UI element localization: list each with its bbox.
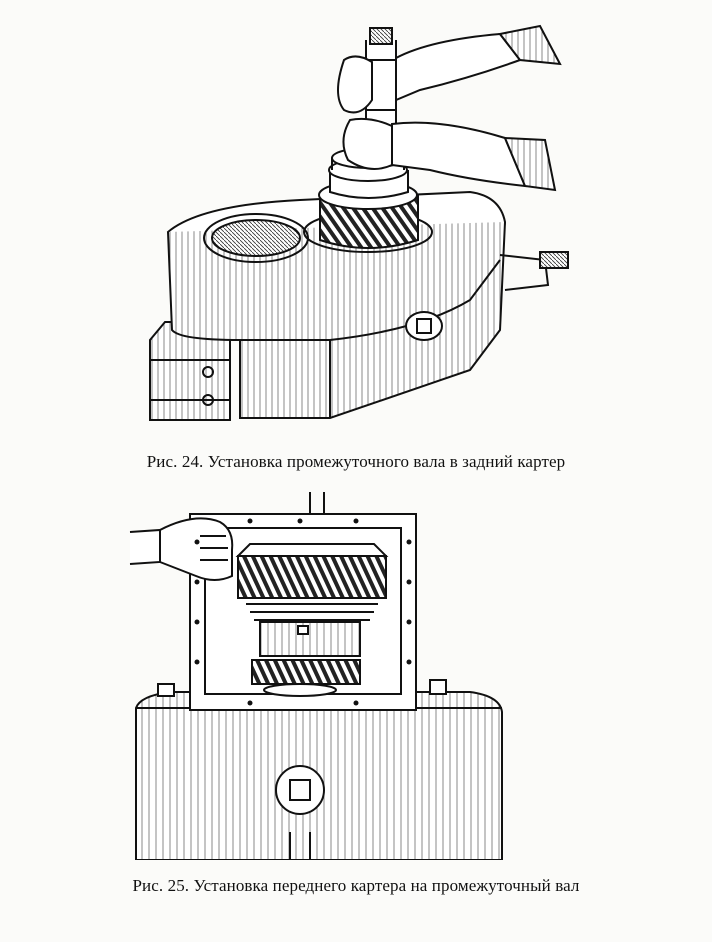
figure-25-illustration: [129, 492, 503, 860]
figure-24: [0, 0, 712, 440]
figure-25: [0, 492, 712, 860]
figure-24-caption: Рис. 24. Установка промежуточного вала в…: [146, 452, 566, 471]
figure-25-caption: Рис. 25. Установка переднего картера на …: [132, 876, 580, 895]
figure-24-illustration: [149, 24, 569, 421]
